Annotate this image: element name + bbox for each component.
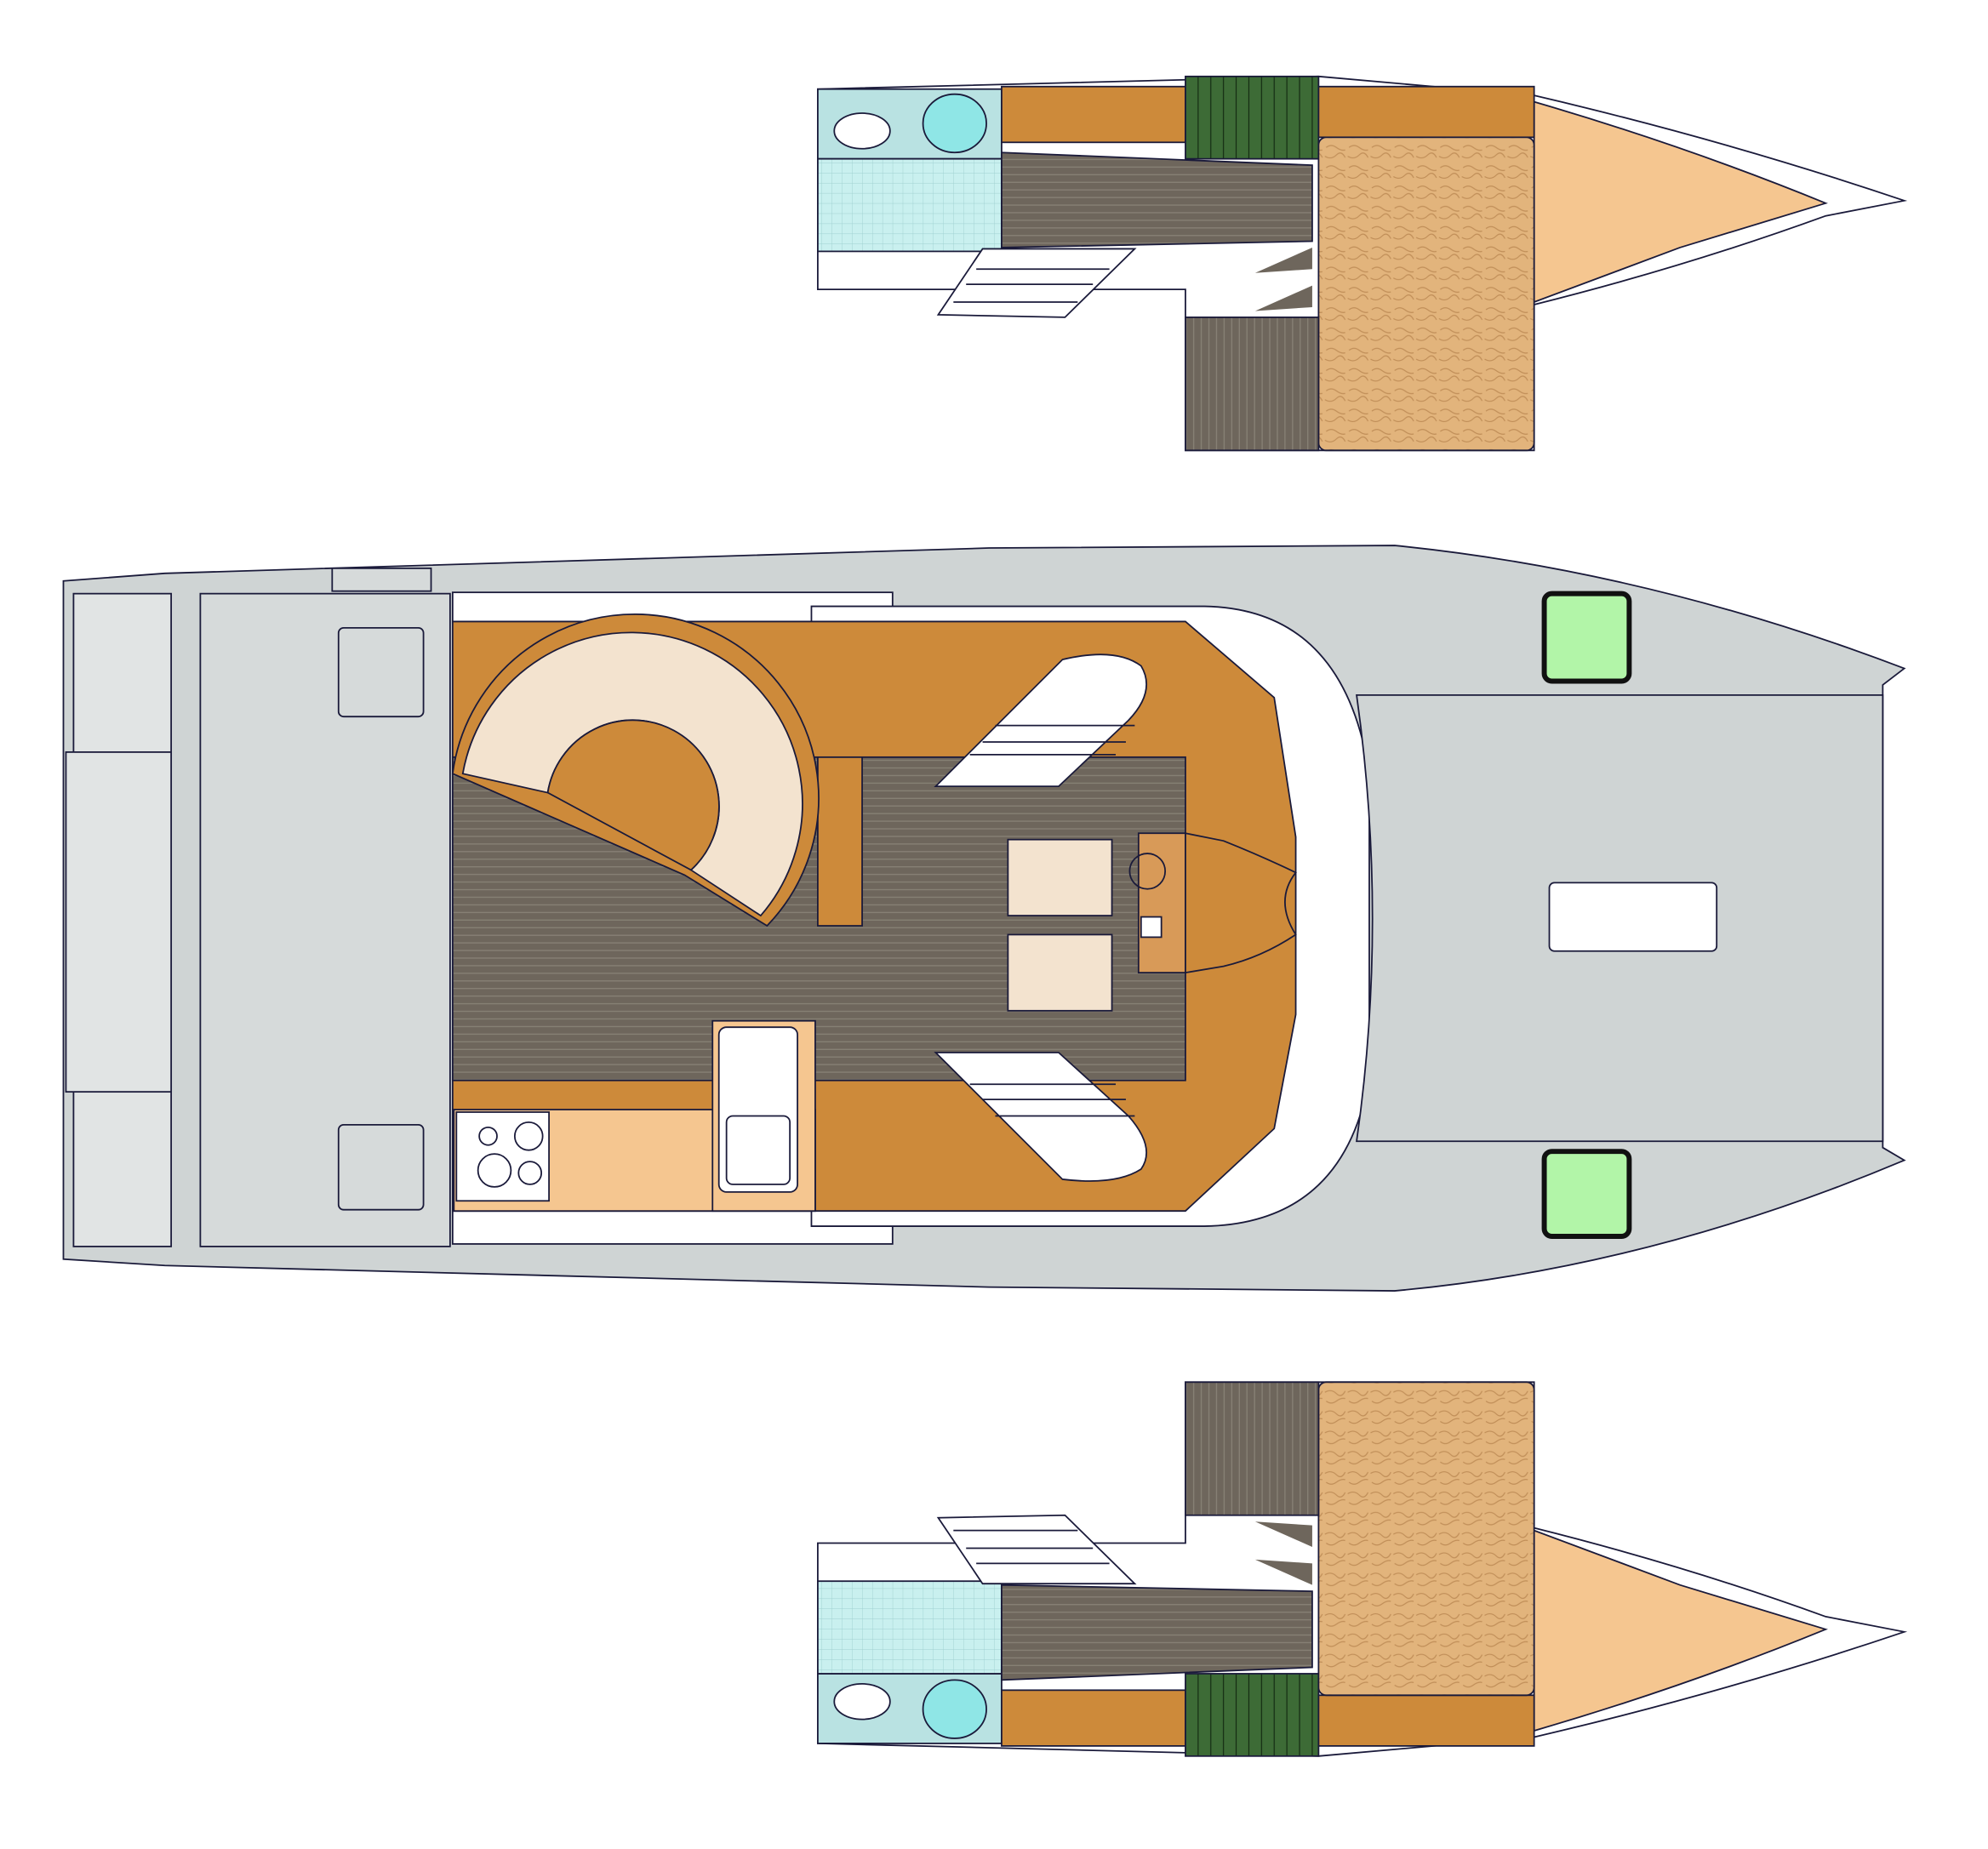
burner-icon	[517, 1161, 543, 1185]
burner-icon	[477, 1153, 512, 1188]
helm-seat-bottom	[1007, 933, 1113, 1012]
sink-basin	[725, 1115, 791, 1185]
steering-wheel-icon	[1128, 853, 1167, 890]
swim-platform	[65, 750, 173, 1093]
throttle-icon	[1140, 916, 1163, 939]
cockpit-steps-bottom	[934, 1052, 1147, 1182]
main-deck-plan	[62, 545, 1906, 1292]
starboard-hull-plan	[817, 75, 1905, 452]
hatch-green-bottom	[1541, 1149, 1632, 1239]
helm-seat-top	[1007, 838, 1113, 916]
hatch-green-top	[1541, 591, 1632, 684]
orange-bench-left	[817, 756, 863, 927]
hatch-white-center	[1548, 882, 1718, 952]
cockpit-steps-top	[934, 653, 1147, 788]
burner-icon	[513, 1121, 544, 1151]
deck-hatch-aft-bottom	[337, 1123, 425, 1211]
port-hull-plan	[817, 1381, 1905, 1757]
deck-hatch-aft-top	[337, 626, 425, 718]
cleat-top	[331, 567, 432, 592]
dashboard	[1185, 832, 1297, 974]
helm-console	[1137, 832, 1186, 974]
burner-icon	[478, 1126, 498, 1146]
aft-deck	[199, 592, 451, 1247]
dinette-table	[546, 719, 720, 871]
